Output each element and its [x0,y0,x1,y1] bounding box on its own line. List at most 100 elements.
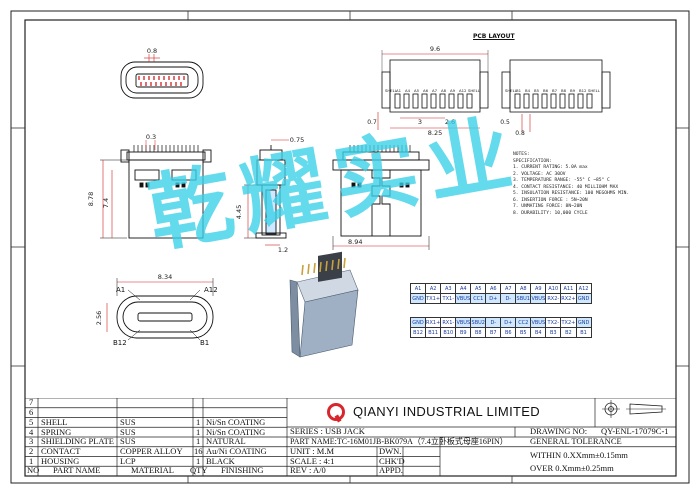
pin-cell: A11 [560,283,577,294]
pin-cell: SBU1 [515,293,532,304]
svg-text:SHELL: SHELL [385,88,398,93]
svg-text:SHELL: SHELL [588,88,601,93]
revision-symbol-icon [600,398,670,423]
svg-text:B4: B4 [525,88,531,93]
row-part: CONTACT [41,446,81,456]
row-material: COPPER ALLOY [120,446,183,456]
pin-cell: VBUS [455,317,472,328]
row-qty: 16 [194,446,203,456]
header-no: NO [27,465,40,475]
tolerance-over: OVER 0.Xmm±0.25mm [530,463,614,473]
pin-cell: RX2- [545,293,562,304]
row-finish: Ni/Sn COATING [206,426,266,437]
dim-pcb-c: 2.6 [445,118,455,126]
dim-side-h: 4.45 [235,205,243,219]
note-line: 6. INSERTION FORCE : 5N~20N [513,197,588,203]
pin-cell: VBUS [530,293,547,304]
dim-top-pitch: 0.8 [147,47,157,55]
pin-cell: SBU2 [470,317,487,328]
pin-cell: D- [485,317,502,328]
row-material: SUS [120,426,136,437]
row-qty: 1 [196,436,201,446]
row-material: LCP [120,455,136,466]
pin-cell: B9 [455,327,472,338]
dim-pcb-b: 3 [418,118,422,126]
svg-text:B5: B5 [534,88,540,93]
pin-label-a1: A1 [116,286,125,294]
header-finish: FINISHING [221,465,264,475]
drawing-no: QY-ENL-17079C-1 [601,426,669,436]
pin-cell: A2 [424,283,442,294]
pin-cell: RX1- [440,317,457,328]
pin-cell: B4 [530,327,547,338]
svg-text:B6: B6 [543,88,549,93]
pin-cell: A4 [455,283,472,294]
row-no: 4 [29,426,34,437]
bottom-view [106,278,214,341]
row-part: SHELL [41,416,68,427]
pin-cell: VBUS [455,293,472,304]
row-qty: 1 [196,426,201,437]
svg-text:A6: A6 [423,88,429,93]
pin-cell: TX2+ [560,317,577,328]
dim-pcb-d: 8.25 [428,129,442,137]
svg-text:B9: B9 [570,88,576,93]
pin-cell: TX1+ [424,293,442,304]
dim-height-left: 8.78 [87,192,95,206]
drawing-no-label: DRAWING NO: [530,426,588,436]
pin-cell: GND [410,317,426,328]
row-material: SUS [120,436,136,446]
row-part: HOUSING [41,455,80,466]
side-view [244,139,289,246]
pin-row-a-numbers: A1 A2 A3 A4 A5 A6 A7 A8 A9 A10 A11 A12 [410,283,592,294]
row-qty: 1 [196,416,201,427]
dim-side-w: 1.2 [278,246,288,254]
note-line: 7. UNMATING FORCE: 8N~20N [513,204,583,209]
pin-cell: B10 [440,327,457,338]
row-no: 1 [29,455,34,466]
dim-front-w: 8.94 [348,238,362,246]
svg-text:A7: A7 [432,88,438,93]
pin-row-a-signals: GND TX1+ TX1- VBUS CC1 D+ D- SBU1 VBUS R… [410,293,592,304]
pin-cell: A8 [515,283,532,294]
specification-notes: NOTES: SPECIFICATION: 1. CURRENT RATING:… [513,152,629,217]
header-part: PART NAME [53,465,101,475]
row-part: SPRING [41,426,72,437]
note-line: NOTES: [513,152,530,157]
pin-cell: A10 [545,283,562,294]
row-part: SHIELDING PLATE [41,436,114,446]
pin-cell: A5 [470,283,487,294]
pin-cell: A9 [530,283,547,294]
pin-label-a12: A12 [204,286,218,294]
general-tolerance: GENERAL TOLERANCE [530,436,622,446]
note-line: 8. DURABILITY: 10,000 CYCLE [513,210,588,216]
pin-cell: RX2+ [560,293,577,304]
row-finish: NATURAL [206,436,246,446]
svg-text:A5: A5 [414,88,420,93]
pin-cell: GND [575,293,592,304]
row-no: 5 [29,416,34,427]
dim-side-top: 0.75 [290,136,304,144]
dim-side-gap: 0.3 [146,133,156,141]
scale: SCALE : 4:1 [290,455,335,466]
pin-label-b12: B12 [113,339,127,347]
pin-cell: A3 [440,283,457,294]
pin-cell: B3 [545,327,562,338]
pin-cell: GND [575,317,592,328]
pin-row-b-signals: GND RX1+ RX1- VBUS SBU2 D- D+ CC2 VBUS T… [410,317,592,328]
note-line: 5. INSULATION RESISTANCE: 100 MEGOHMS MI… [513,191,630,196]
dim-bottom-w: 8.34 [158,273,172,281]
svg-text:A8: A8 [441,88,447,93]
pin-cell: B7 [485,327,502,338]
pin-cell: RX1+ [424,317,442,328]
front-view-right [332,145,430,250]
header-qty: QTY [190,465,208,475]
pin-cell: B2 [560,327,577,338]
pin-cell: TX2- [545,317,562,328]
pin-cell: D+ [500,317,517,328]
dim-pcb-w: 9.6 [430,45,440,53]
pin-cell: A6 [485,283,502,294]
top-view [120,54,204,99]
pin-cell: B1 [575,327,592,338]
pin-assignment-table: A1 A2 A3 A4 A5 A6 A7 A8 A9 A10 A11 A12 G… [410,283,592,338]
